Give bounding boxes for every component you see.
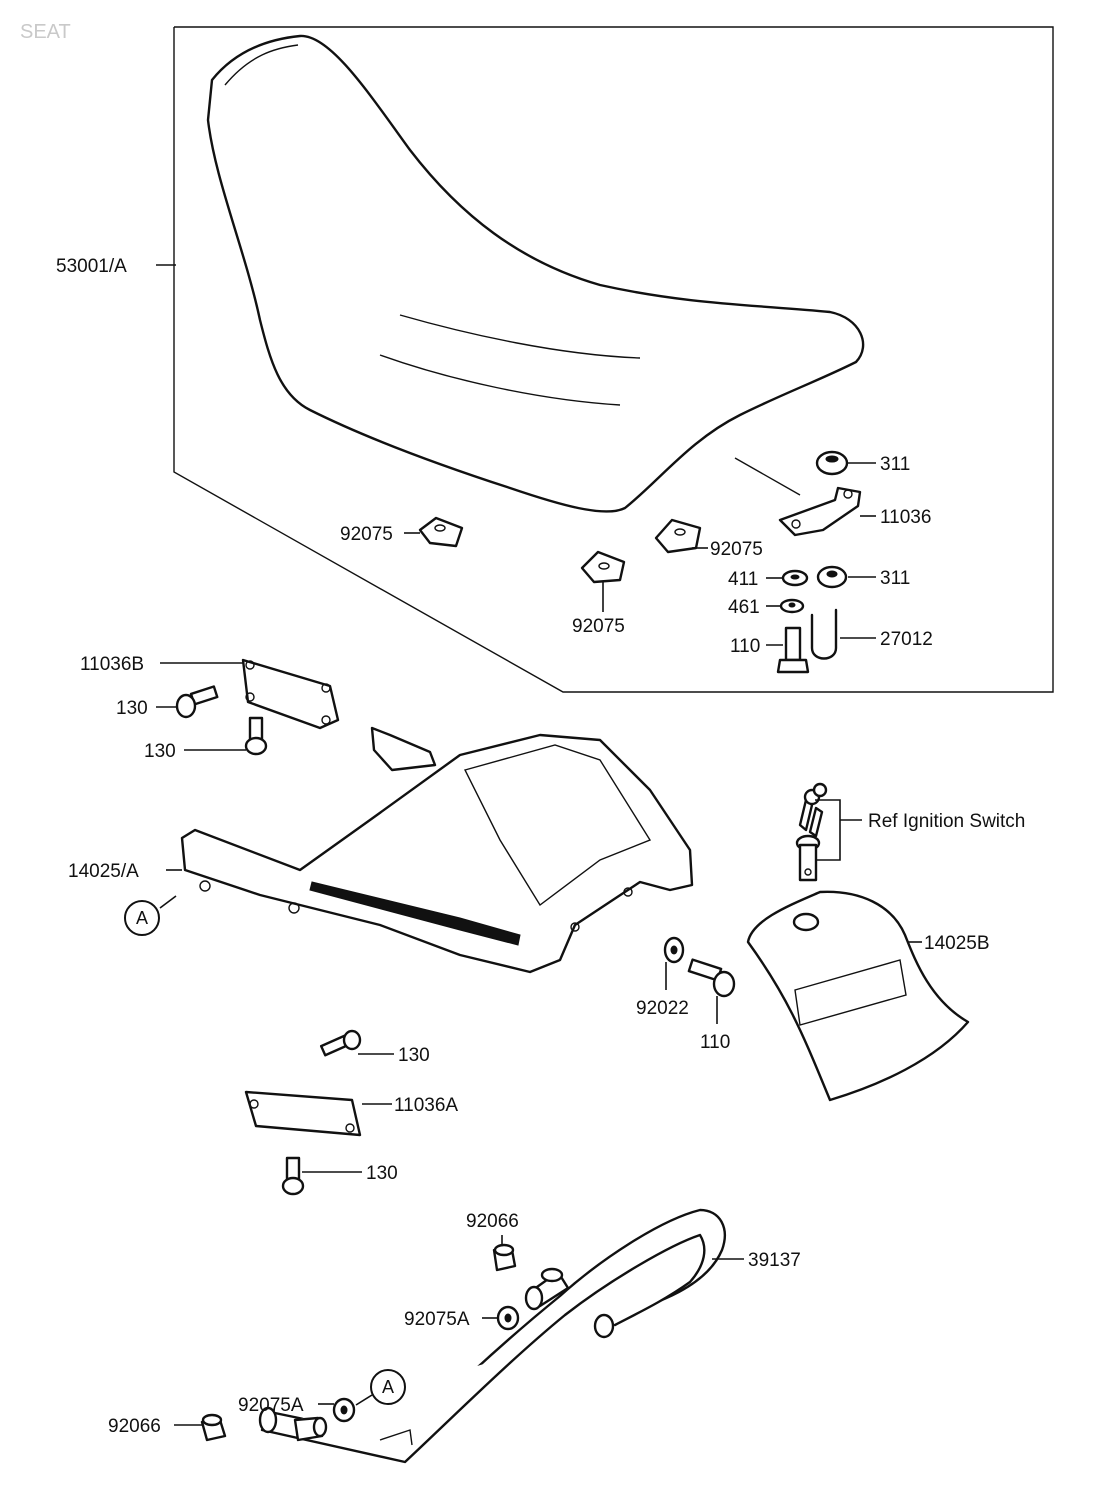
bolt-130-a xyxy=(175,685,219,719)
damper-left xyxy=(418,516,464,548)
label-130-d: 130 xyxy=(366,1163,398,1184)
side-cover-14025a xyxy=(180,726,694,974)
reference-circle-a-left: A xyxy=(124,900,160,936)
label-92075a-top: 92075A xyxy=(404,1309,470,1330)
label-130-c: 130 xyxy=(398,1045,430,1066)
label-311-top: 311 xyxy=(880,454,910,475)
label-14025a: 14025/A xyxy=(68,861,139,882)
reference-circle-a-bottom: A xyxy=(370,1369,406,1405)
label-110-bottom: 110 xyxy=(700,1032,730,1053)
tail-cover-14025b xyxy=(746,890,970,1102)
grommet-92066-top xyxy=(492,1243,517,1272)
leader-lines xyxy=(156,264,922,1426)
label-461: 461 xyxy=(728,597,760,618)
grommet-92066-bottom xyxy=(200,1413,227,1442)
bolt-130-b xyxy=(244,716,268,756)
u-bolt-27012 xyxy=(810,608,838,660)
label-110-top: 110 xyxy=(730,636,760,657)
seat-part xyxy=(206,34,865,513)
label-92022: 92022 xyxy=(636,998,689,1019)
nut-311-top xyxy=(815,450,849,476)
washer-92022 xyxy=(663,936,685,964)
bolt-110-bottom xyxy=(687,958,736,998)
svg-text:A: A xyxy=(382,1377,394,1397)
label-92075-left: 92075 xyxy=(340,524,393,545)
label-411: 411 xyxy=(728,569,758,590)
label-92075a-bottom: 92075A xyxy=(238,1395,304,1416)
label-92066-bottom: 92066 xyxy=(108,1416,161,1437)
grab-rail-39137 xyxy=(258,1208,726,1464)
label-53001a: 53001/A xyxy=(56,256,127,277)
bolt-110-top xyxy=(776,626,810,674)
seat-assembly-frame xyxy=(173,26,1054,693)
label-130-b: 130 xyxy=(144,741,176,762)
bracket-11036 xyxy=(778,486,862,537)
diagram-title: SEAT xyxy=(20,21,71,43)
label-92075-bottom: 92075 xyxy=(572,616,625,637)
washer-411 xyxy=(781,569,809,587)
nut-92075a-top xyxy=(496,1305,520,1331)
nut-311-right xyxy=(816,565,848,589)
hardware-cluster xyxy=(734,450,862,674)
label-27012: 27012 xyxy=(880,629,933,650)
svg-text:A: A xyxy=(136,908,148,928)
label-92075-right: 92075 xyxy=(710,539,763,560)
ignition-bracket-line xyxy=(815,799,841,861)
label-11036a: 11036A xyxy=(394,1095,458,1116)
ignition-cylinder xyxy=(795,834,821,882)
bolt-130-c xyxy=(319,1029,362,1057)
nut-92075a-bottom xyxy=(332,1397,356,1423)
label-11036: 11036 xyxy=(880,507,931,528)
washer-461 xyxy=(779,598,805,614)
bracket-11036b xyxy=(241,658,340,730)
damper-right xyxy=(654,518,702,554)
ignition-key xyxy=(798,782,828,838)
label-11036b: 11036B xyxy=(80,654,144,675)
label-92066-top: 92066 xyxy=(466,1211,519,1232)
label-39137: 39137 xyxy=(748,1250,801,1271)
bolt-130-d xyxy=(281,1156,305,1196)
label-14025b: 14025B xyxy=(924,933,990,954)
label-311-right: 311 xyxy=(880,568,910,589)
label-ref-ignition-switch: Ref Ignition Switch xyxy=(868,811,1025,832)
bracket-11036a xyxy=(244,1090,362,1137)
label-130-a: 130 xyxy=(116,698,148,719)
seat-to-bracket-guide xyxy=(734,457,801,496)
damper-bottom xyxy=(580,550,626,584)
